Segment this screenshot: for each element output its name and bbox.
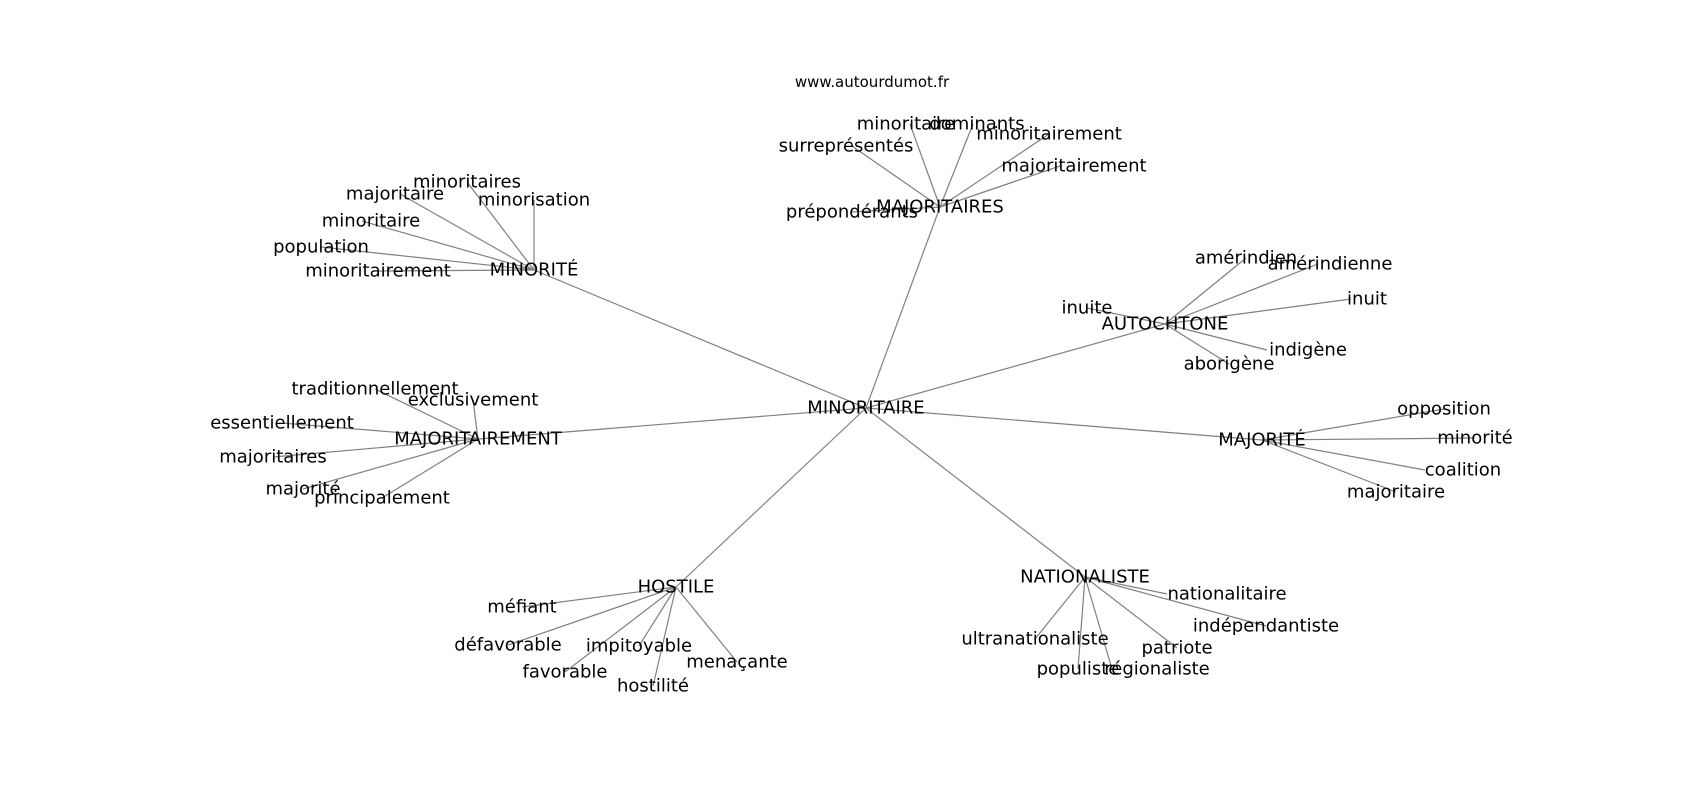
leaf-label: exclusivement	[408, 390, 539, 411]
edge-hub-leaf	[1084, 576, 1113, 670]
edge-hub-leaf	[1084, 576, 1267, 627]
leaf-label: population	[273, 237, 369, 258]
edge-hub-leaf	[507, 586, 677, 646]
edge-hub-leaf	[472, 399, 479, 440]
hub-label: HOSTILE	[638, 577, 715, 598]
edge-hub-leaf	[1164, 263, 1319, 325]
leaf-label: patriote	[1141, 638, 1212, 659]
leaf-label: minorisation	[478, 190, 590, 211]
source-url: www.autourdumot.fr	[795, 73, 950, 91]
leaf-label: inuite	[1062, 298, 1113, 319]
edge-hub-leaf	[1261, 439, 1426, 471]
edge-hub-leaf	[939, 165, 1061, 208]
edge-hub-leaf	[1084, 576, 1178, 649]
leaf-label: surreprésentés	[779, 136, 914, 157]
edge-center-hub	[865, 407, 1086, 578]
leaf-label: défavorable	[454, 635, 561, 656]
leaf-label: aborigène	[1184, 354, 1275, 375]
edge-hub-leaf	[1164, 257, 1247, 325]
leaf-label: minoritaires	[413, 172, 521, 193]
leaf-label: minoritaire	[857, 114, 956, 135]
edge-hub-leaf	[1034, 576, 1086, 640]
edge-center-hub	[675, 407, 867, 588]
edge-hub-leaf	[1164, 323, 1230, 365]
edge-hub-leaf	[638, 586, 677, 647]
edge-hub-leaf	[302, 438, 479, 490]
edge-hub-leaf	[939, 133, 1050, 208]
leaf-label: minorité	[1437, 428, 1513, 449]
leaf-label: ultranationaliste	[961, 629, 1108, 650]
hub-label: NATIONALISTE	[1020, 567, 1150, 588]
leaf-label: minoritairement	[305, 261, 451, 282]
leaf-label: majoritaire	[346, 184, 444, 205]
edge-hub-leaf	[1261, 408, 1445, 441]
edge-hub-leaf	[675, 586, 738, 663]
leaf-label: menaçante	[686, 652, 788, 673]
leaf-label: majorité	[265, 479, 340, 500]
edge-hub-leaf	[851, 145, 941, 208]
hub-label: MINORITÉ	[490, 259, 579, 281]
edge-hub-leaf	[361, 220, 535, 271]
edge-hub-leaf	[1164, 323, 1268, 351]
edge-hub-leaf	[381, 438, 479, 499]
edge-hub-leaf	[939, 123, 974, 208]
hub-label: MAJORITAIRES	[876, 197, 1004, 218]
leaf-label: amérindienne	[1268, 254, 1393, 275]
leaf-label: inuit	[1347, 289, 1387, 310]
leaf-label: indépendantiste	[1193, 616, 1339, 637]
edge-hub-leaf	[1261, 439, 1397, 493]
edge-hub-leaf	[281, 422, 479, 440]
edge-hub-leaf	[320, 246, 535, 271]
edge-hub-leaf	[1077, 576, 1086, 670]
edge-center-hub	[477, 407, 867, 440]
edge-hub-leaf	[521, 586, 677, 608]
leaf-label: méfiant	[487, 597, 556, 618]
leaf-label: populiste	[1037, 659, 1120, 680]
leaf-label: nationalitaire	[1167, 584, 1286, 605]
edge-hub-leaf	[1261, 437, 1476, 441]
leaf-label: minoritaire	[322, 211, 421, 232]
leaf-label: minoritairement	[976, 124, 1122, 145]
leaf-label: majoritairement	[1001, 156, 1146, 177]
edge-hub-leaf	[377, 269, 535, 272]
edge-hub-leaf	[652, 586, 677, 687]
leaf-label: amérindien	[1195, 248, 1297, 269]
edge-hub-leaf	[1164, 298, 1352, 325]
leaf-label: favorable	[523, 662, 608, 683]
edge-hub-leaf	[564, 586, 677, 673]
edge-center-hub	[865, 407, 1263, 441]
graph-edges	[272, 123, 1476, 687]
edge-hub-leaf	[272, 438, 479, 458]
edge-hub-leaf	[1084, 576, 1168, 595]
edge-hub-leaf	[1086, 307, 1166, 325]
leaf-label: hostilité	[617, 676, 689, 697]
leaf-label: principalement	[314, 488, 450, 509]
leaf-label: indigène	[1269, 340, 1347, 361]
hub-label: AUTOCHTONE	[1102, 314, 1229, 335]
hub-label: MAJORITÉ	[1218, 429, 1306, 451]
edge-center-hub	[533, 269, 867, 409]
leaf-label: opposition	[1397, 399, 1491, 420]
hub-label: MAJORITAIREMENT	[394, 429, 563, 450]
leaf-label: majoritaires	[219, 447, 327, 468]
leaf-label: régionaliste	[1104, 659, 1209, 680]
edge-hub-leaf	[399, 193, 535, 271]
leaf-label: impitoyable	[586, 636, 692, 657]
leaf-label: coalition	[1425, 460, 1501, 481]
edge-center-hub	[865, 206, 941, 409]
leaf-label: traditionnellement	[291, 379, 458, 400]
leaf-label: prépondérants	[786, 202, 918, 223]
edge-hub-leaf	[909, 123, 941, 208]
leaf-label: majoritaire	[1347, 482, 1445, 503]
center-label: MINORITAIRE	[807, 398, 924, 419]
leaf-label: dominants	[929, 114, 1024, 135]
edge-hub-leaf	[374, 388, 479, 440]
edge-hub-leaf	[466, 181, 535, 271]
edge-hub-leaf	[851, 206, 941, 213]
edge-center-hub	[865, 323, 1166, 409]
leaf-label: essentiellement	[210, 413, 354, 434]
